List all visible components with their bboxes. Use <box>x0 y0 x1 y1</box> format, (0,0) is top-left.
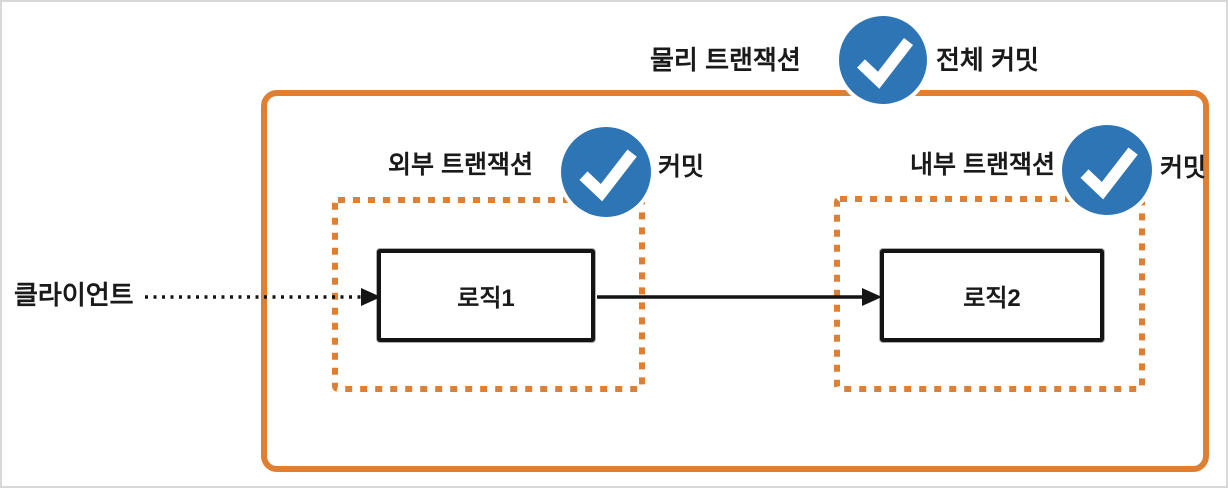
logic2-box: 로직2 <box>880 249 1104 342</box>
client-arrow <box>145 285 381 309</box>
physical-transaction-boundary <box>261 90 1209 472</box>
physical-transaction-label: 물리 트랜잭션 <box>650 45 801 75</box>
outer-transaction-label: 외부 트랜잭션 <box>388 151 533 179</box>
logic2-label: 로직2 <box>963 285 1021 312</box>
logic1-box: 로직1 <box>377 249 595 342</box>
checkmark-icon <box>839 16 927 104</box>
logic-flow-arrow <box>597 285 882 309</box>
inner-transaction-label: 내부 트랜잭션 <box>910 151 1055 179</box>
dashed-border <box>332 197 645 392</box>
dashed-border <box>834 196 1145 392</box>
outer-transaction-boundary <box>332 197 645 392</box>
client-label: 클라이언트 <box>14 280 134 310</box>
logic1-label: 로직1 <box>457 285 515 312</box>
checkmark-icon <box>1062 125 1152 215</box>
inner-transaction-boundary <box>834 196 1145 392</box>
inner-commit-label: 커밋 <box>1160 154 1207 182</box>
full-commit-label: 전체 커밋 <box>936 45 1039 75</box>
checkmark-icon <box>561 127 651 217</box>
outer-commit-label: 커밋 <box>658 153 705 181</box>
